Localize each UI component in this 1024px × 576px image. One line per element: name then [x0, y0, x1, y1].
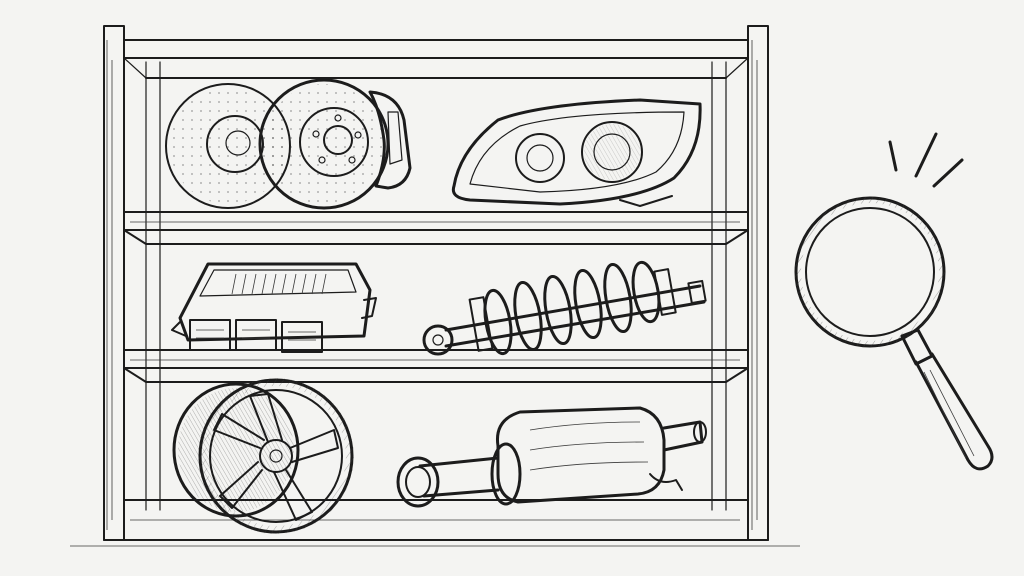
engine-control-unit	[171, 262, 377, 353]
shelf-unit	[70, 25, 800, 547]
spring-coils	[483, 260, 661, 356]
car-headlight	[451, 98, 702, 207]
coilover-shock-absorber	[422, 260, 707, 356]
alloy-wheel	[172, 378, 354, 534]
brake-discs	[165, 78, 390, 210]
wheel-spokes	[213, 393, 339, 521]
brake-caliper	[368, 90, 412, 190]
ecu-fins	[231, 273, 327, 295]
magnifying-glass-icon	[794, 132, 994, 471]
emphasis-marks	[888, 132, 964, 188]
exhaust-muffler	[396, 406, 707, 508]
